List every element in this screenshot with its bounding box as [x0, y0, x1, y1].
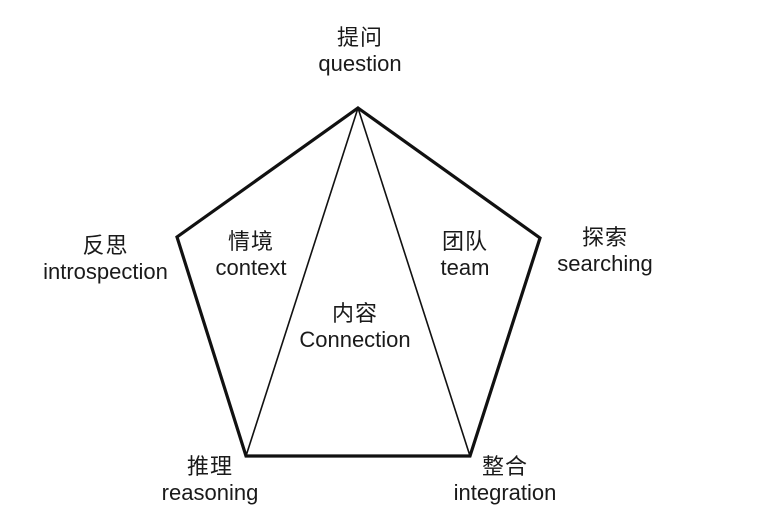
node-introspection-zh: 反思	[82, 234, 129, 259]
inner-line-left	[245, 107, 359, 457]
region-connection-zh: 内容	[331, 302, 378, 327]
region-team-zh: 团队	[441, 230, 488, 255]
node-reasoning-en: reasoning	[161, 480, 259, 506]
region-connection-en: Connection	[299, 327, 411, 353]
node-question: 提问 question	[290, 26, 430, 77]
inner-line-right	[357, 107, 471, 457]
node-searching-en: searching	[557, 251, 653, 277]
region-team: 团队 team	[410, 230, 520, 281]
node-integration: 整合 integration	[430, 455, 580, 506]
node-introspection-en: introspection	[43, 259, 168, 285]
region-connection: 内容 Connection	[270, 302, 440, 353]
node-question-en: question	[318, 51, 402, 77]
node-reasoning-zh: 推理	[186, 455, 233, 480]
node-integration-en: integration	[453, 480, 557, 506]
node-integration-zh: 整合	[481, 455, 528, 480]
node-searching: 探索 searching	[540, 226, 670, 277]
node-reasoning: 推理 reasoning	[140, 455, 280, 506]
region-context-en: context	[215, 255, 287, 281]
region-team-en: team	[440, 255, 490, 281]
region-context-zh: 情境	[227, 230, 274, 255]
node-question-zh: 提问	[336, 26, 383, 51]
pentagon-outline	[175, 106, 542, 458]
node-searching-zh: 探索	[581, 226, 628, 251]
region-context: 情境 context	[196, 230, 306, 281]
node-introspection: 反思 introspection	[18, 234, 193, 285]
